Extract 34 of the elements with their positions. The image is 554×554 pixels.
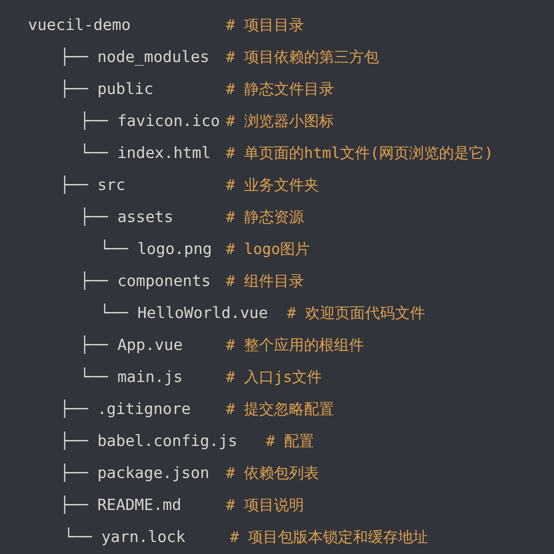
file-tree-entry: └── yarn.lock	[64, 526, 186, 548]
file-tree-entry: └── index.html	[80, 142, 211, 164]
code-comment: # 项目包版本锁定和缓存地址	[230, 527, 428, 548]
file-tree-entry: ├── package.json	[60, 462, 210, 484]
code-comment: # 单页面的html文件(网页浏览的是它)	[226, 143, 494, 164]
file-tree-entry: └── logo.png	[100, 238, 212, 260]
code-comment: # 项目说明	[226, 495, 304, 516]
file-tree-entry: ├── public	[60, 78, 154, 100]
code-comment: # 依赖包列表	[226, 463, 320, 484]
code-comment: # 配置	[266, 431, 314, 452]
code-comment: # logo图片	[226, 239, 310, 260]
code-comment: # 组件目录	[226, 271, 304, 292]
code-comment: # 提交忽略配置	[226, 399, 334, 420]
file-tree-entry: ├── App.vue	[80, 334, 183, 356]
code-comment: # 业务文件夹	[226, 175, 320, 196]
file-tree-entry: vuecil-demo	[28, 15, 131, 36]
code-comment: # 整个应用的根组件	[226, 335, 364, 356]
code-comment: # 静态资源	[226, 207, 304, 228]
file-tree-entry: ├── src	[60, 174, 126, 196]
file-tree-entry: ├── babel.config.js	[60, 430, 238, 452]
code-comment: # 入口js文件	[226, 367, 322, 388]
file-tree-entry: ├── assets	[80, 206, 174, 228]
code-comment: # 浏览器小图标	[226, 111, 334, 132]
file-tree-entry: └── main.js	[80, 366, 183, 388]
code-comment: # 静态文件目录	[226, 79, 334, 100]
code-comment: # 欢迎页面代码文件	[287, 303, 426, 324]
file-tree-entry: ├── node_modules	[60, 46, 210, 68]
file-tree-entry: ├── .gitignore	[60, 398, 191, 420]
file-tree-entry: ├── components	[80, 270, 211, 292]
file-tree-entry: └── HelloWorld.vue	[100, 302, 268, 324]
file-tree-entry: ├── favicon.ico	[80, 110, 220, 132]
code-comment: # 项目依赖的第三方包	[226, 47, 380, 68]
file-tree-entry: ├── README.md	[60, 494, 182, 516]
code-comment: # 项目目录	[226, 15, 304, 36]
